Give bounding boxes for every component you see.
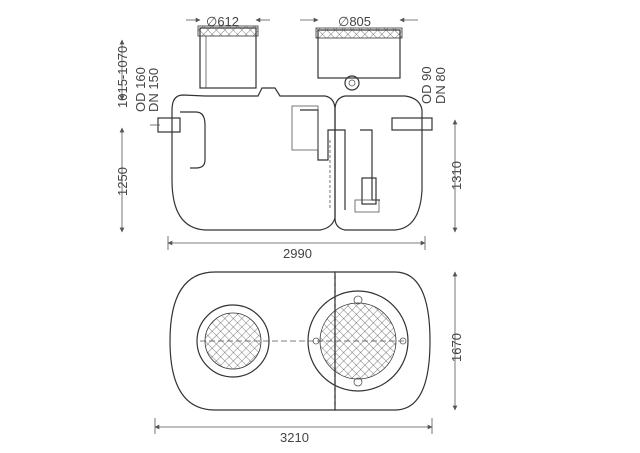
right-tank-body (334, 95, 423, 231)
right-depth-label: 1310 (449, 161, 464, 190)
left-depth-label: 1250 (115, 167, 130, 196)
inlet-od-label: OD 160 (133, 67, 148, 112)
inlet-baffle (180, 111, 206, 169)
inlet-dn-label: DN 150 (146, 68, 161, 112)
left-cover (197, 25, 259, 37)
length-side-label: 2990 (283, 246, 312, 261)
opening-left-label: ∅612 (206, 14, 239, 29)
top-view (154, 271, 458, 434)
vent-icon (344, 75, 360, 91)
cover-height-label: 1015-1070 (115, 46, 130, 108)
outlet-dn-label: DN 80 (433, 67, 448, 104)
outlet-pipe (391, 117, 433, 131)
right-manhole (307, 290, 409, 392)
left-manhole (196, 304, 270, 378)
left-tank-body (171, 87, 336, 231)
side-view (119, 17, 458, 250)
opening-right-label: ∅805 (338, 14, 371, 29)
width-top-label: 1670 (449, 333, 464, 362)
left-riser (199, 27, 257, 89)
right-manhole-grid (319, 302, 397, 380)
internal-pipe (300, 109, 346, 210)
outlet-od-label: OD 90 (419, 66, 434, 104)
length-top-label: 3210 (280, 430, 309, 445)
left-manhole-grid (204, 312, 262, 370)
pump-icon (361, 177, 377, 205)
inlet-pipe (157, 117, 181, 133)
right-cover (315, 27, 403, 39)
top-left-hull (169, 271, 336, 411)
top-right-hull (334, 271, 431, 411)
